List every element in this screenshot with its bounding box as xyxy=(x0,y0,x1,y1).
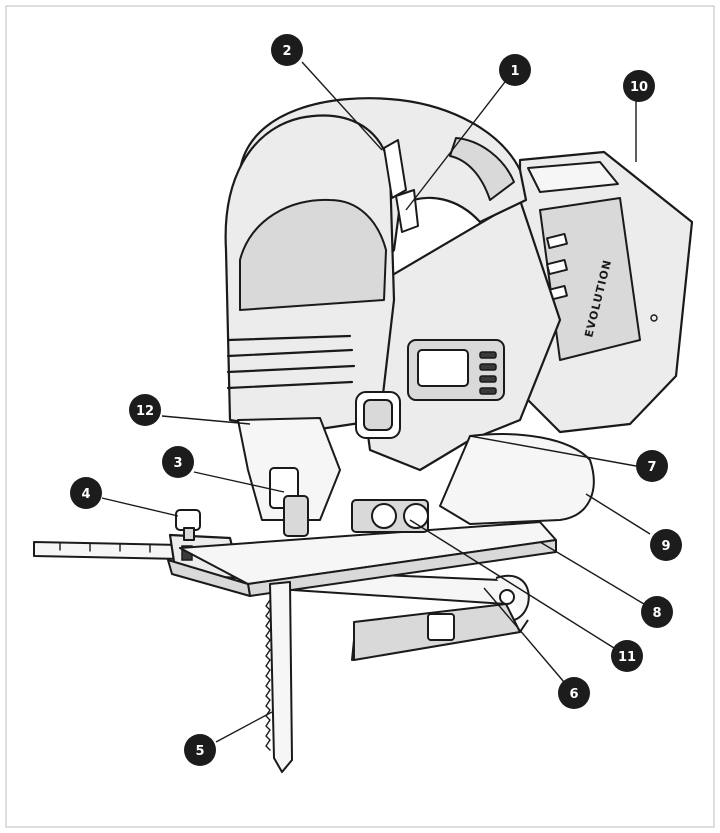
callout-label-5: 5 xyxy=(195,744,204,759)
callout-label-11: 11 xyxy=(618,650,636,665)
callout-label-7: 7 xyxy=(647,460,656,475)
callout-12: 12 xyxy=(129,394,161,426)
callout-7: 7 xyxy=(636,450,668,482)
callout-6: 6 xyxy=(558,677,590,709)
callout-9: 9 xyxy=(650,529,682,561)
callout-8: 8 xyxy=(641,596,673,628)
callout-3: 3 xyxy=(162,446,194,478)
callout-label-6: 6 xyxy=(569,687,578,702)
leader-lines xyxy=(101,61,651,743)
callout-label-3: 3 xyxy=(173,456,182,471)
jigsaw-blade xyxy=(265,581,293,773)
callout-2: 2 xyxy=(271,34,303,66)
callout-5: 5 xyxy=(184,734,216,766)
callout-label-1: 1 xyxy=(510,64,519,79)
callout-label-10: 10 xyxy=(630,80,648,95)
callout-label-9: 9 xyxy=(661,539,670,554)
callout-1: 1 xyxy=(499,54,531,86)
callout-4: 4 xyxy=(70,477,102,509)
callout-label-4: 4 xyxy=(81,487,90,502)
callout-11: 11 xyxy=(611,640,643,672)
callout-10: 10 xyxy=(623,70,655,102)
callout-label-2: 2 xyxy=(282,44,291,59)
battery-pack: EVOLUTION xyxy=(518,150,694,434)
callout-label-8: 8 xyxy=(652,606,661,621)
callout-label-12: 12 xyxy=(136,404,154,419)
motor-housing xyxy=(224,97,595,537)
diagram-frame xyxy=(5,5,715,828)
